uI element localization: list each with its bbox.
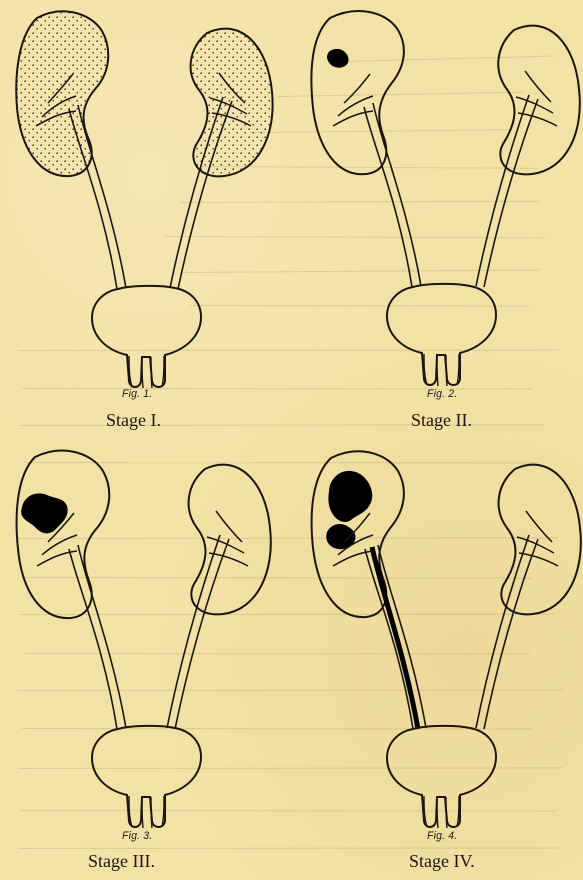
figure-1-label: Fig. 1. — [122, 388, 152, 400]
stage-2-caption: Stage II. — [411, 411, 472, 429]
stage-1-caption: Stage I. — [106, 411, 161, 429]
left-ureter-thickened — [372, 547, 418, 729]
right-ureter — [476, 535, 538, 729]
left-kidney-tumor-large-upper — [328, 471, 372, 522]
figure-3-label: Fig. 3. — [122, 830, 152, 842]
bladder-neck-lines — [424, 796, 459, 828]
stage-4-caption: Stage IV. — [409, 852, 475, 870]
right-kidney-inner-hilum — [517, 511, 558, 566]
bladder-outline — [387, 726, 496, 827]
figure-4-label: Fig. 4. — [427, 830, 457, 842]
figure-2-label: Fig. 2. — [427, 388, 457, 400]
stage-3-caption: Stage III. — [88, 852, 155, 870]
